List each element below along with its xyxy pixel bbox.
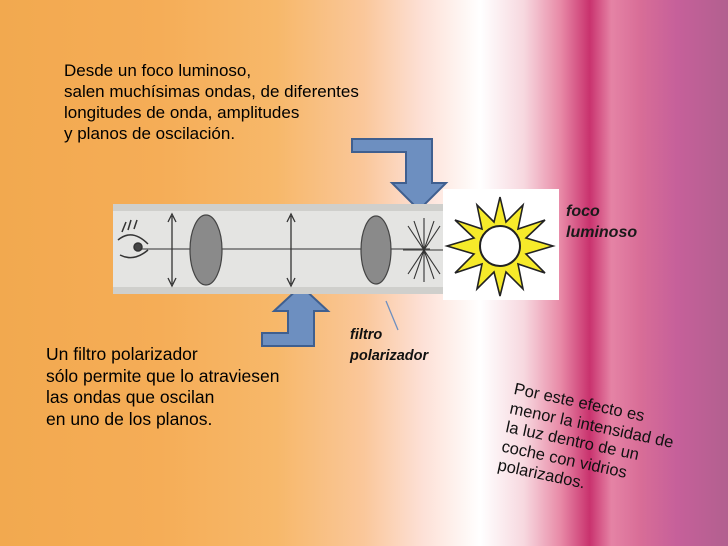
intro-text: Desde un foco luminoso, salen muchísimas… bbox=[64, 60, 359, 144]
wave-path-strip bbox=[113, 204, 443, 294]
polarizer-lens-2 bbox=[360, 215, 392, 285]
intro-line-1: Desde un foco luminoso, bbox=[64, 61, 252, 80]
filter-line-2: sólo permite que lo atraviesen bbox=[46, 365, 280, 386]
filter-line-4: en uno de los planos. bbox=[46, 408, 213, 429]
arrow-to-light-source bbox=[351, 138, 449, 212]
oscillation-planes-icon bbox=[403, 218, 443, 282]
sun-icon bbox=[444, 196, 556, 297]
intro-line-4: y planos de oscilación. bbox=[64, 124, 236, 143]
polarizer-lens-1 bbox=[189, 214, 223, 286]
arrow-to-filter bbox=[261, 284, 331, 347]
light-source-label: foco luminoso bbox=[566, 201, 637, 243]
light-source-label-line-2: luminoso bbox=[566, 224, 638, 241]
filter-text: Un filtro polarizador sólo permite que l… bbox=[46, 344, 279, 430]
vertical-oscillation-1 bbox=[167, 212, 177, 288]
intro-line-2: salen muchísimas ondas, de diferentes bbox=[64, 82, 359, 101]
filter-line-1: Un filtro polarizador bbox=[46, 344, 198, 364]
intro-line-3: longitudes de onda, amplitudes bbox=[64, 103, 300, 122]
polarizer-label-line-1: filtro bbox=[350, 327, 383, 343]
light-source-label-line-1: foco bbox=[566, 203, 600, 220]
polarizer-label: filtro polarizador bbox=[350, 325, 428, 367]
filter-pointer-line bbox=[385, 300, 399, 331]
filter-line-3: las ondas que oscilan bbox=[46, 387, 215, 407]
eye-icon bbox=[117, 219, 149, 259]
polarizer-label-line-2: polarizador bbox=[350, 348, 429, 364]
vertical-oscillation-2 bbox=[286, 212, 296, 288]
